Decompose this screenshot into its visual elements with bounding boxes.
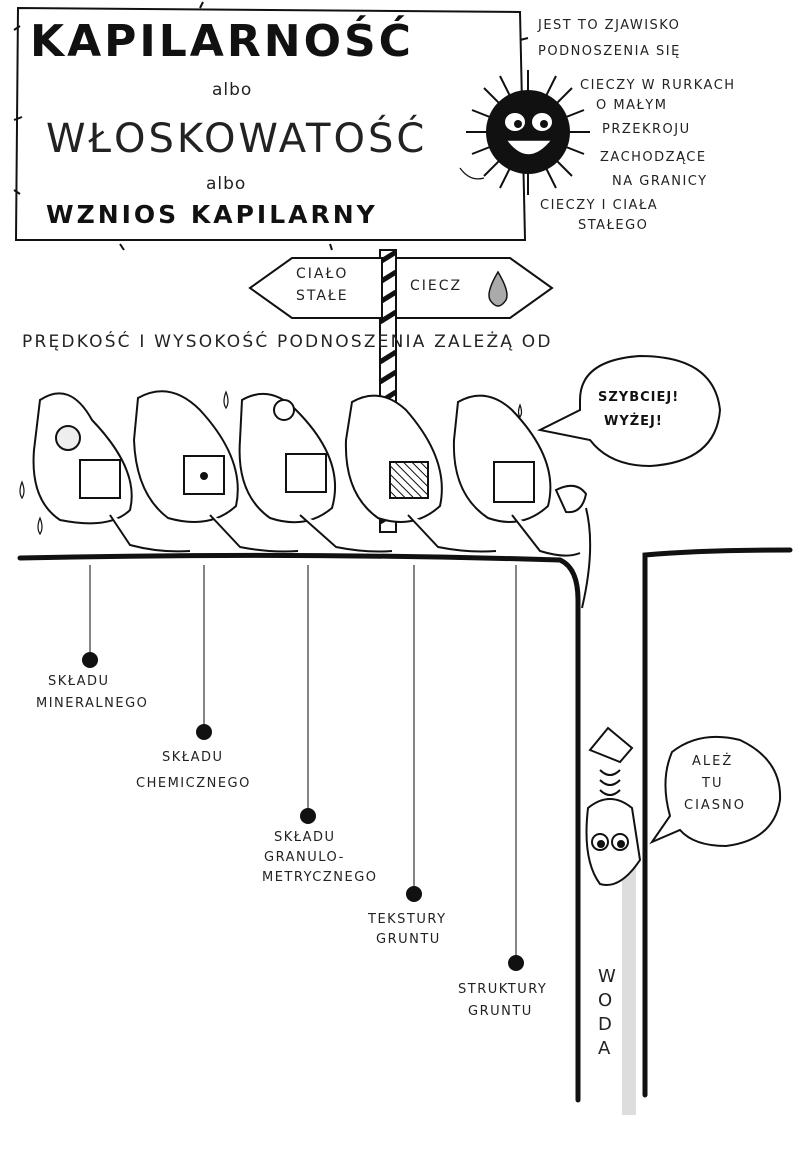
tube-character [585, 726, 642, 886]
factor-label-structure: STRUKTURY [458, 982, 548, 997]
definition-line: PODNOSZENIA SIĘ [538, 44, 681, 59]
title-wznios-kapilarny: WZNIOS KAPILARNY [46, 200, 378, 229]
factor-label-granulometric: METRYCZNEGO [262, 870, 378, 885]
water-column [622, 855, 636, 1115]
water-label: D [598, 1014, 613, 1035]
signpost-left-line2: STAŁE [296, 288, 349, 304]
particle-4 [344, 394, 497, 553]
definition-line: STAŁEGO [578, 218, 649, 233]
definition-line: PRZEKROJU [602, 122, 691, 137]
speech-1-line2: WYŻEJ! [604, 414, 663, 429]
speech-2-line2: TU [702, 776, 724, 791]
title-wloskowatosc: WŁOSKOWATOŚĆ [46, 116, 428, 162]
particle-characters [32, 390, 592, 609]
signpost-arrow-right [395, 257, 554, 319]
ground-and-tube [17, 547, 793, 1103]
arrow-icon [459, 167, 485, 180]
speech-2-line3: CIASNO [684, 798, 747, 813]
speech-1-line1: SZYBCIEJ! [598, 390, 680, 405]
title-sign-board [13, 1, 529, 251]
particle-2 [132, 390, 299, 553]
headline: PRĘDKOŚĆ I WYSOKOŚĆ PODNOSZENIA ZALEŻĄ O… [22, 332, 553, 352]
particle-3 [238, 393, 393, 553]
particle-1 [32, 392, 191, 553]
definition-line: O MAŁYM [596, 98, 668, 113]
factor-dots [82, 652, 524, 971]
factor-label-structure: GRUNTU [468, 1004, 533, 1019]
factor-label-texture: GRUNTU [376, 932, 441, 947]
definition-line: CIECZY W RURKACH [580, 78, 736, 93]
signpost-left-line1: CIAŁO [296, 266, 349, 282]
factor-leaders [89, 565, 517, 956]
title-kapilarnosc: KAPILARNOŚĆ [30, 16, 414, 67]
speech-bubble-2 [649, 735, 782, 848]
water-label: W [598, 966, 617, 987]
definition-line: JEST TO ZJAWISKO [538, 18, 681, 33]
factor-label-mineral: SKŁADU [48, 674, 110, 689]
definition-line: CIECZY I CIAŁA [540, 198, 659, 213]
or-label-2: albo [206, 174, 247, 194]
factor-label-mineral: MINERALNEGO [36, 696, 149, 711]
factor-label-granulometric: SKŁADU [274, 830, 336, 845]
factor-label-chemical: SKŁADU [162, 750, 224, 765]
factor-label-chemical: CHEMICZNEGO [136, 776, 251, 791]
water-drop-icon [488, 270, 508, 307]
signpost-arrow-left [248, 257, 383, 319]
definition-line: NA GRANICY [612, 174, 708, 189]
speech-2-line1: ALEŻ [692, 754, 734, 769]
water-label: O [598, 990, 614, 1011]
factor-label-granulometric: GRANULO- [264, 850, 345, 865]
definition-line: ZACHODZĄCE [600, 150, 707, 165]
particle-5 [452, 394, 592, 609]
or-label-1: albo [212, 80, 253, 100]
signpost-right: CIECZ [410, 278, 463, 294]
speech-bubble-1 [536, 354, 722, 468]
spiky-ball-character [459, 70, 590, 195]
water-label: A [598, 1038, 612, 1059]
factor-label-texture: TEKSTURY [368, 912, 447, 927]
